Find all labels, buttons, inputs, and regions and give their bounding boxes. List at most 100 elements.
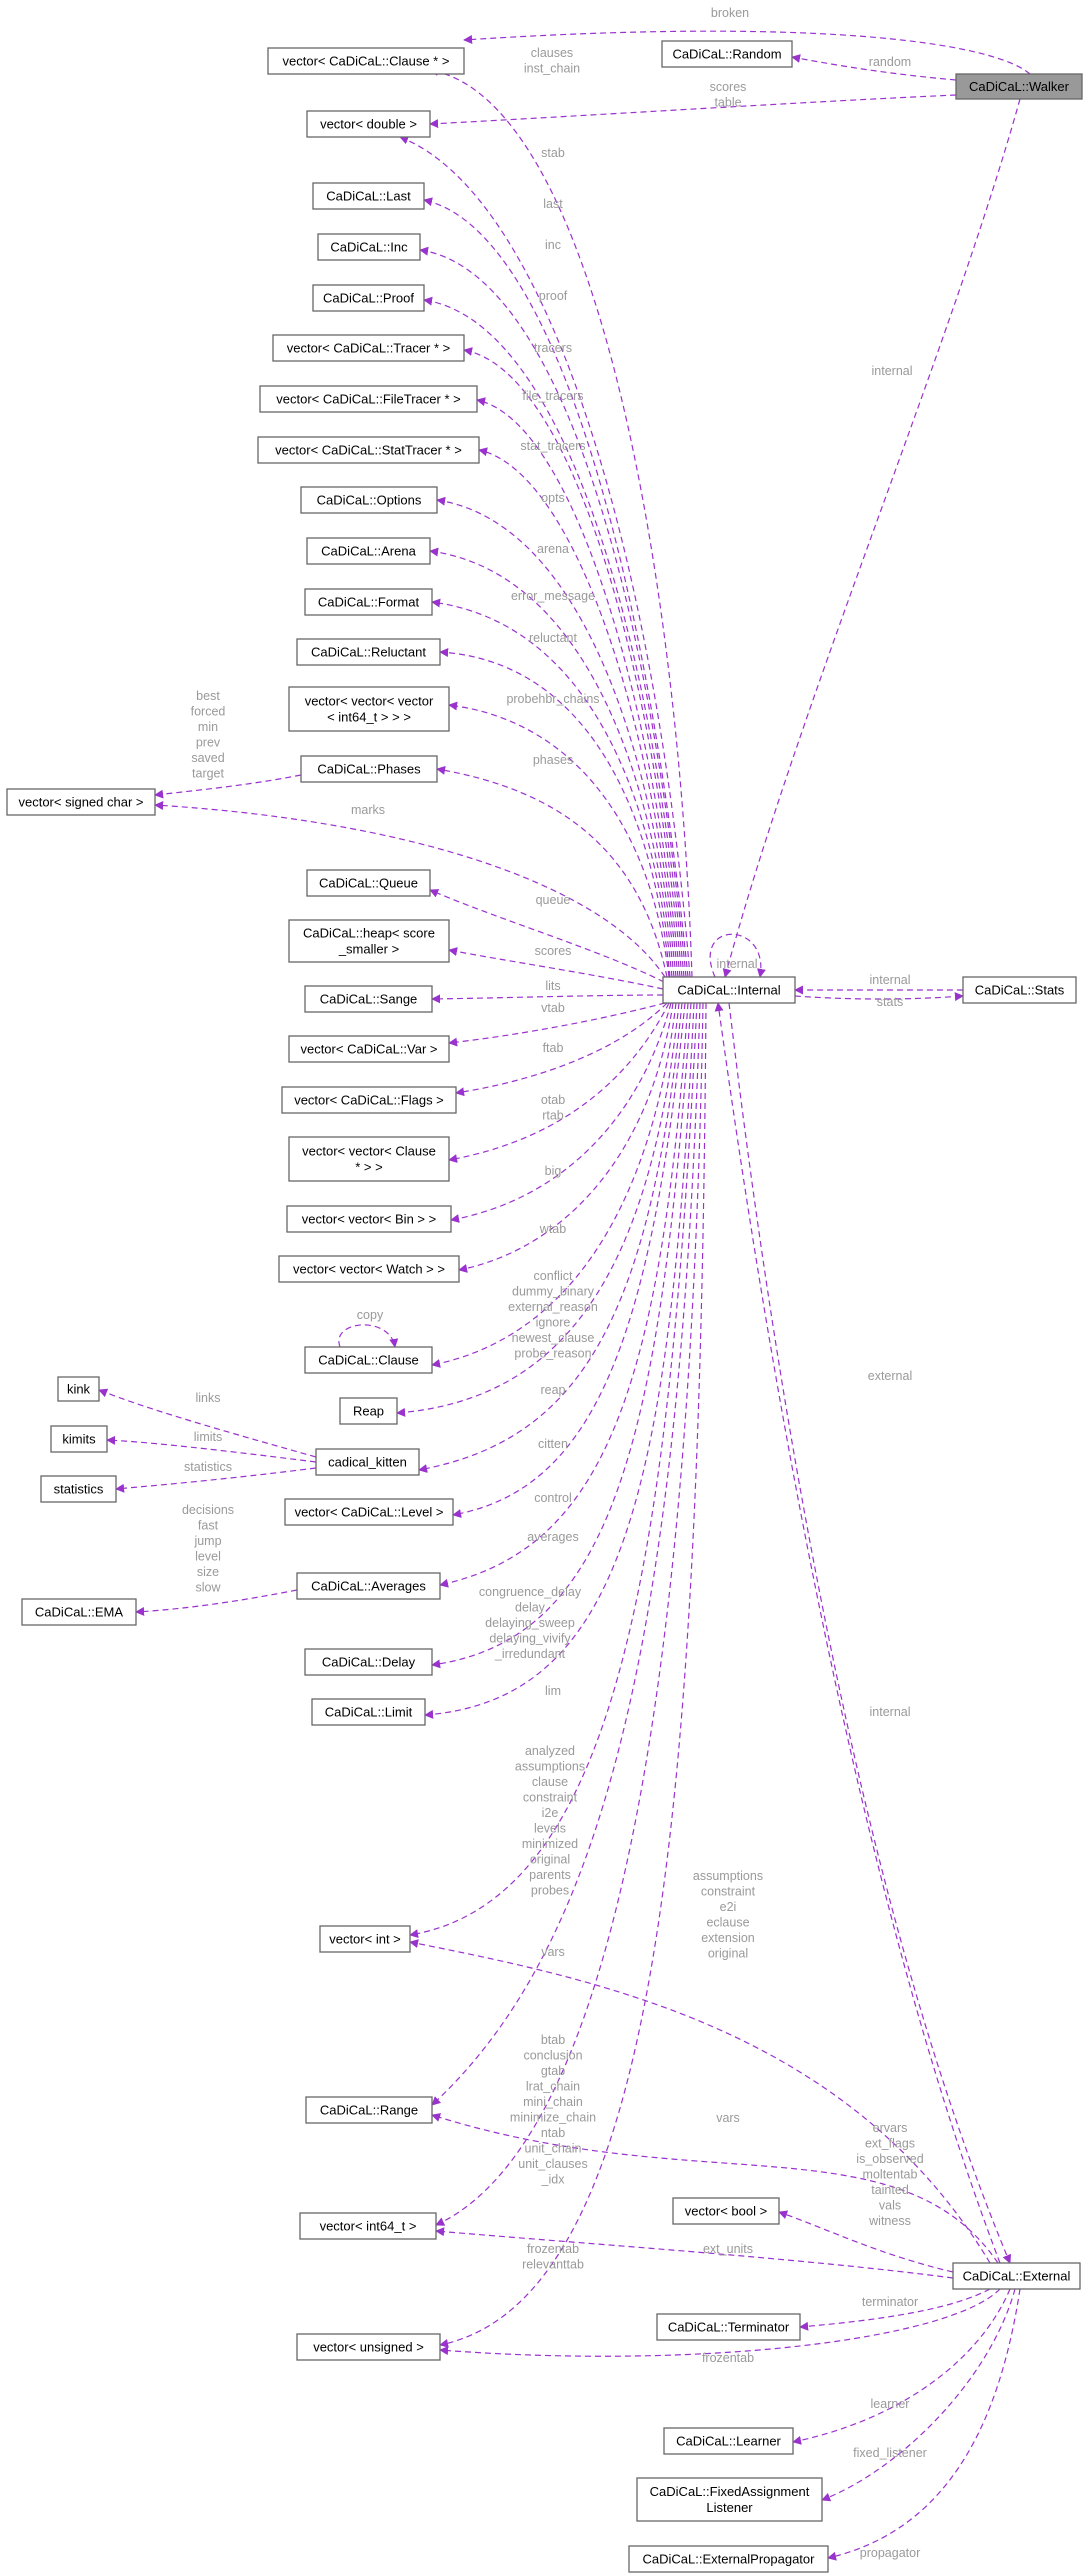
node-external[interactable]: CaDiCaL::External: [952, 2262, 1081, 2290]
node-signed-char-vec[interactable]: vector< signed char >: [6, 788, 156, 816]
dependency-edge: [418, 1002, 683, 1473]
node-filetracer-vec[interactable]: vector< CaDiCaL::FileTracer * >: [259, 385, 478, 413]
node-flags-vec[interactable]: vector< CaDiCaL::Flags >: [281, 1086, 457, 1114]
node-options[interactable]: CaDiCaL::Options: [300, 486, 438, 514]
node-double-vec[interactable]: vector< double >: [306, 110, 431, 138]
node-proof[interactable]: CaDiCaL::Proof: [312, 284, 425, 312]
node-label: vector< CaDiCaL::StatTracer * >: [275, 443, 462, 458]
dependency-edge: [429, 94, 957, 129]
edges-layer: [98, 30, 1031, 2561]
node-watch-vv[interactable]: vector< vector< Watch > >: [278, 1255, 460, 1283]
node-clause-ptr-vec[interactable]: vector< CaDiCaL::Clause * >: [267, 47, 465, 75]
node-label: CaDiCaL::Last: [326, 189, 411, 204]
node-cadical-kitten[interactable]: cadical_kitten: [315, 1448, 420, 1476]
node-reluctant[interactable]: CaDiCaL::Reluctant: [296, 638, 441, 666]
node-label: vector< vector< Watch > >: [293, 1262, 445, 1277]
node-label: cadical_kitten: [328, 1455, 407, 1470]
node-heap[interactable]: CaDiCaL::heap< score_smaller >: [288, 919, 450, 963]
node-label: vector< bool >: [685, 2204, 767, 2219]
node-int64-vvv[interactable]: vector< vector< vector< int64_t > > >: [288, 686, 450, 732]
nodes-layer: CaDiCaL::Walker vector< CaDiCaL::Clause *…: [6, 40, 1083, 2573]
node-kimits[interactable]: kimits: [50, 1425, 108, 1453]
node-label: CaDiCaL::FixedAssignment: [650, 2484, 810, 2499]
dependency-edge: [431, 598, 673, 978]
node-stats[interactable]: CaDiCaL::Stats: [962, 976, 1077, 1004]
node-bin-vv[interactable]: vector< vector< Bin > >: [286, 1205, 452, 1233]
node-format[interactable]: CaDiCaL::Format: [304, 588, 433, 616]
dependency-edge: [435, 1002, 704, 2226]
node-var-vec[interactable]: vector< CaDiCaL::Var >: [288, 1035, 450, 1063]
edge-label-reluctant: reluctant: [529, 631, 577, 645]
dependency-edge: [399, 135, 691, 978]
edge-label-stat-tracers: stat_tracers: [520, 439, 585, 453]
dependency-edge: [436, 496, 677, 978]
node-walker[interactable]: CaDiCaL::Walker: [955, 73, 1083, 100]
edge-label-learner: learner: [871, 2397, 910, 2411]
node-internal[interactable]: CaDiCaL::Internal: [662, 976, 796, 1004]
edge-label-wtab: wtab: [539, 1222, 566, 1236]
edge-label-broken: broken: [711, 6, 749, 20]
node-label: kink: [67, 1382, 91, 1397]
dependency-edge: [154, 774, 302, 799]
node-label: CaDiCaL::Phases: [317, 762, 421, 777]
node-delay[interactable]: CaDiCaL::Delay: [304, 1648, 433, 1676]
node-sange[interactable]: CaDiCaL::Sange: [304, 985, 433, 1013]
node-level-vec[interactable]: vector< CaDiCaL::Level >: [284, 1498, 454, 1526]
node-label: statistics: [54, 1482, 104, 1497]
node-label: CaDiCaL::Format: [318, 595, 420, 610]
node-int-vec[interactable]: vector< int >: [319, 1925, 411, 1953]
dependency-edge: [448, 701, 670, 978]
node-label: CaDiCaL::Delay: [322, 1655, 416, 1670]
node-phases[interactable]: CaDiCaL::Phases: [300, 755, 438, 783]
edge-label-range-vars: vars: [716, 2111, 740, 2125]
edge-label-limits: limits: [194, 1430, 222, 1444]
dependency-edge: [396, 1002, 680, 1417]
node-bool-vec[interactable]: vector< bool >: [672, 2197, 780, 2225]
dependency-edge: [419, 246, 687, 978]
node-terminator[interactable]: CaDiCaL::Terminator: [656, 2313, 801, 2341]
node-limit[interactable]: CaDiCaL::Limit: [311, 1698, 426, 1726]
node-tracer-vec[interactable]: vector< CaDiCaL::Tracer * >: [272, 334, 465, 362]
node-label: CaDiCaL::Queue: [319, 876, 418, 891]
node-kink[interactable]: kink: [57, 1376, 100, 1402]
edge-label-stats: stats: [877, 995, 903, 1009]
dependency-edge: [409, 1002, 698, 1939]
edge-label-ftab: ftab: [543, 1041, 564, 1055]
node-last[interactable]: CaDiCaL::Last: [312, 182, 425, 210]
node-label: vector< CaDiCaL::Var >: [300, 1042, 437, 1057]
node-label: CaDiCaL::Arena: [321, 544, 416, 559]
dependency-edge: [728, 1002, 1012, 2264]
node-unsigned-vec[interactable]: vector< unsigned >: [296, 2333, 441, 2361]
node-label: * > >: [355, 1160, 382, 1175]
edge-label-external-internal: internal: [870, 1705, 911, 1719]
node-statistics[interactable]: statistics: [40, 1475, 117, 1503]
node-range[interactable]: CaDiCaL::Range: [305, 2096, 433, 2124]
node-label: CaDiCaL::Walker: [969, 79, 1070, 94]
node-inc[interactable]: CaDiCaL::Inc: [317, 233, 421, 261]
node-queue[interactable]: CaDiCaL::Queue: [306, 869, 431, 897]
dependency-edge: [452, 1002, 686, 1518]
node-stattracer-vec[interactable]: vector< CaDiCaL::StatTracer * >: [257, 436, 480, 464]
node-label: CaDiCaL::Range: [320, 2103, 418, 2118]
node-clause[interactable]: CaDiCaL::Clause: [304, 1346, 433, 1374]
edge-label-terminator: terminator: [862, 2295, 918, 2309]
node-learner[interactable]: CaDiCaL::Learner: [663, 2427, 794, 2455]
dependency-edge: [431, 1002, 701, 2106]
dependency-edge: [436, 765, 668, 978]
node-int64-vec[interactable]: vector< int64_t >: [299, 2212, 437, 2240]
node-external-propagator[interactable]: CaDiCaL::ExternalPropagator: [628, 2545, 829, 2573]
node-random[interactable]: CaDiCaL::Random: [661, 40, 793, 68]
edge-label-citten: citten: [538, 1437, 568, 1451]
node-averages[interactable]: CaDiCaL::Averages: [296, 1572, 441, 1600]
node-label: vector< vector< Bin > >: [302, 1212, 436, 1227]
dependency-edge: [778, 2210, 954, 2273]
node-clause-vv[interactable]: vector< vector< Clause* > >: [288, 1136, 450, 1182]
node-arena[interactable]: CaDiCaL::Arena: [306, 537, 431, 565]
dependency-edge: [435, 2227, 954, 2279]
edge-label-phases: phases: [533, 753, 573, 767]
node-reap[interactable]: Reap: [339, 1397, 398, 1425]
node-ema[interactable]: CaDiCaL::EMA: [21, 1598, 137, 1626]
dependency-edge: [154, 801, 666, 978]
